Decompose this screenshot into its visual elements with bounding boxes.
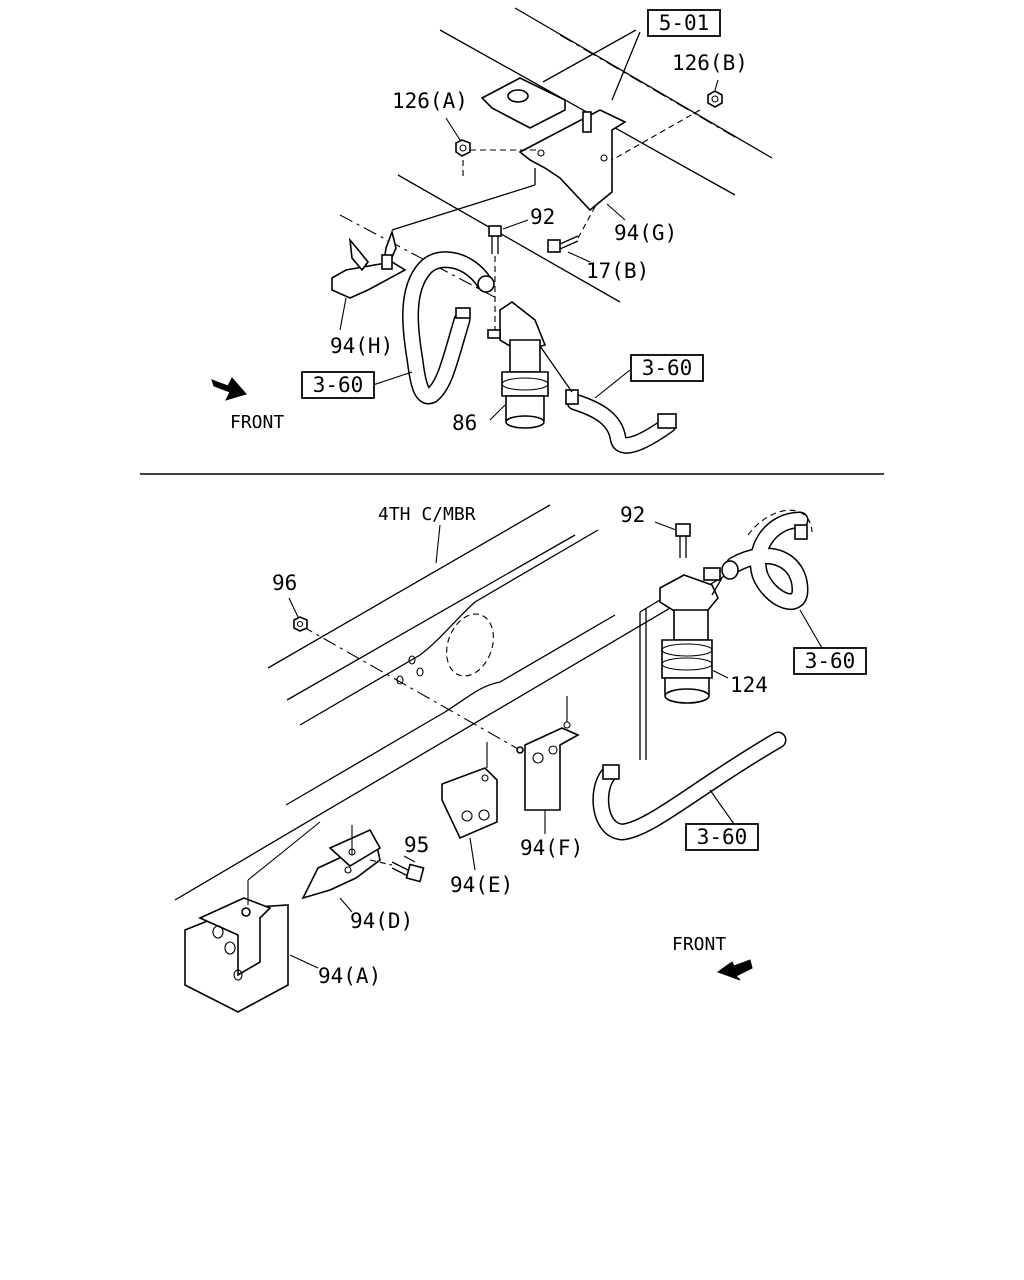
ref-5-01: 5-01 bbox=[659, 11, 710, 35]
fuel-filter-86 bbox=[487, 301, 573, 429]
bracket-94d bbox=[301, 828, 382, 900]
label-95: 95 bbox=[404, 833, 429, 857]
front-arrow-bottom-icon bbox=[716, 959, 753, 981]
label-86: 86 bbox=[452, 411, 477, 435]
front-label-bottom: FRONT bbox=[672, 934, 726, 955]
label-92-bottom: 92 bbox=[620, 503, 645, 527]
upper-bracket bbox=[480, 77, 566, 129]
top-assembly: 5-01 126(B) 126(A) 92 94(G) 17(B) 94(H) … bbox=[211, 7, 773, 454]
label-94d: 94(D) bbox=[350, 909, 413, 933]
ref-3-60-right: 3-60 bbox=[642, 356, 693, 380]
fuel-filter-124 bbox=[639, 567, 723, 704]
bolt-92-bottom-icon bbox=[675, 523, 691, 558]
label-94e: 94(E) bbox=[450, 873, 513, 897]
bracket-94a bbox=[184, 897, 289, 1013]
label-94f: 94(F) bbox=[520, 836, 583, 860]
label-124: 124 bbox=[730, 673, 768, 697]
nut-96-icon bbox=[293, 616, 308, 632]
ref-box-3-60-left bbox=[301, 371, 375, 399]
label-126a: 126(A) bbox=[392, 89, 468, 113]
ref-box-3-60-lower bbox=[685, 823, 759, 851]
bottom-assembly: 4TH C/MBR 92 96 124 3-60 3-60 95 94(F) 9… bbox=[174, 503, 867, 1013]
front-label-top: FRONT bbox=[230, 412, 284, 433]
ref-box-5-01 bbox=[647, 9, 721, 37]
bracket-94e bbox=[441, 767, 498, 840]
ref-box-3-60-right bbox=[630, 354, 704, 382]
bracket-94g bbox=[518, 109, 627, 212]
bolt-92-top-icon bbox=[488, 225, 502, 254]
label-94h: 94(H) bbox=[330, 334, 393, 358]
label-17b: 17(B) bbox=[586, 259, 649, 283]
label-96: 96 bbox=[272, 571, 297, 595]
front-arrow-top-icon bbox=[211, 377, 247, 401]
ref-3-60-upper: 3-60 bbox=[805, 649, 856, 673]
bracket-94h bbox=[331, 261, 407, 299]
bolt-95-icon bbox=[391, 861, 425, 883]
ref-box-3-60-upper bbox=[793, 647, 867, 675]
frame-note: 4TH C/MBR bbox=[378, 504, 476, 525]
label-92-top: 92 bbox=[530, 205, 555, 229]
nut-126b-icon bbox=[707, 90, 723, 108]
label-94a: 94(A) bbox=[318, 964, 381, 988]
ref-3-60-left: 3-60 bbox=[313, 373, 364, 397]
ref-3-60-lower: 3-60 bbox=[697, 825, 748, 849]
nut-126a-icon bbox=[455, 139, 471, 157]
label-94g: 94(G) bbox=[614, 221, 677, 245]
bolt-17b-icon bbox=[547, 235, 579, 253]
label-126b: 126(B) bbox=[672, 51, 748, 75]
bracket-94f bbox=[524, 721, 580, 811]
